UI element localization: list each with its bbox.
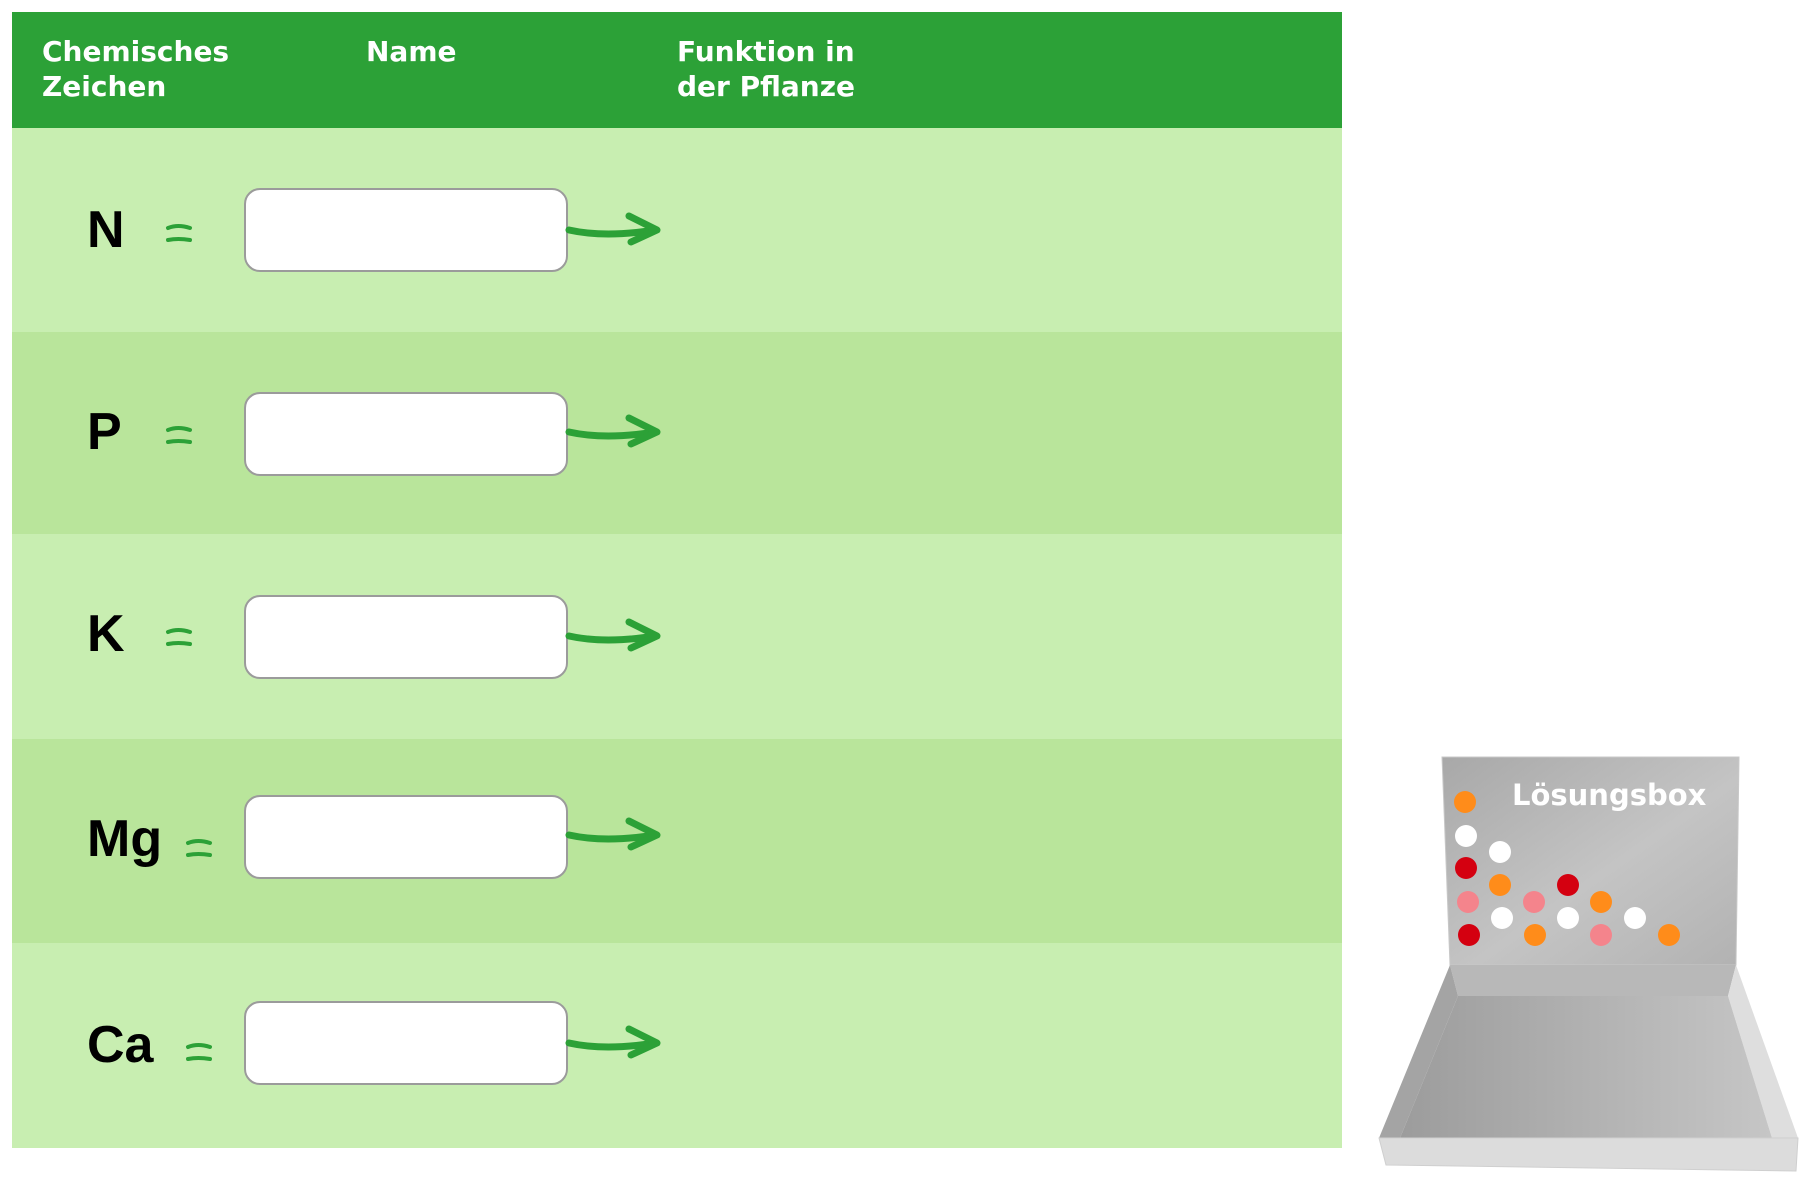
chemical-symbol: N — [87, 201, 125, 259]
equals-sign-icon — [166, 426, 192, 444]
name-input-mg[interactable] — [244, 795, 568, 879]
table-row-n: N — [12, 128, 1342, 332]
solution-dot — [1557, 907, 1579, 929]
name-input-k[interactable] — [244, 595, 568, 679]
solution-dot — [1624, 907, 1646, 929]
solution-dot — [1455, 825, 1477, 847]
equals-sign-icon — [166, 224, 192, 242]
table-row-ca: Ca — [12, 943, 1342, 1148]
arrow-right-icon — [565, 212, 661, 246]
solution-dot — [1489, 841, 1511, 863]
header-function: Funktion in der Pflanze — [677, 35, 855, 103]
table-row-mg: Mg — [12, 739, 1342, 943]
arrow-right-icon — [565, 1025, 661, 1059]
solution-dots — [1454, 791, 1680, 946]
equals-sign-icon — [186, 1043, 212, 1061]
element-table: Chemisches Zeichen Name Funktion in der … — [12, 12, 1342, 1148]
solution-box-label: Lösungsbox — [1512, 778, 1707, 812]
arrow-right-icon — [565, 618, 661, 652]
solution-dot — [1590, 891, 1612, 913]
table-row-p: P — [12, 332, 1342, 534]
table-row-k: K — [12, 534, 1342, 739]
header-name: Name — [366, 35, 457, 68]
solution-dot — [1491, 907, 1513, 929]
solution-dot — [1524, 924, 1546, 946]
equals-sign-icon — [166, 628, 192, 646]
solution-box-icon — [1378, 756, 1799, 1172]
chemical-symbol: Mg — [87, 810, 163, 868]
equals-sign-icon — [186, 839, 212, 857]
solution-dot — [1523, 891, 1545, 913]
solution-dot — [1455, 857, 1477, 879]
arrow-right-icon — [565, 414, 661, 448]
chemical-symbol: Ca — [87, 1016, 154, 1074]
solution-dot — [1557, 874, 1579, 896]
table-header: Chemisches Zeichen Name Funktion in der … — [12, 12, 1342, 128]
solution-dot — [1458, 924, 1480, 946]
name-input-p[interactable] — [244, 392, 568, 476]
solution-dot — [1454, 791, 1476, 813]
name-input-n[interactable] — [244, 188, 568, 272]
solution-box[interactable]: Lösungsbox — [1370, 750, 1800, 1180]
chemical-symbol: P — [87, 403, 122, 461]
solution-dot — [1590, 924, 1612, 946]
solution-dot — [1457, 891, 1479, 913]
arrow-right-icon — [565, 817, 661, 851]
name-input-ca[interactable] — [244, 1001, 568, 1085]
chemical-symbol: K — [87, 605, 125, 663]
solution-dot — [1489, 874, 1511, 896]
solution-dot — [1658, 924, 1680, 946]
header-chemical-symbol: Chemisches Zeichen — [42, 35, 230, 103]
